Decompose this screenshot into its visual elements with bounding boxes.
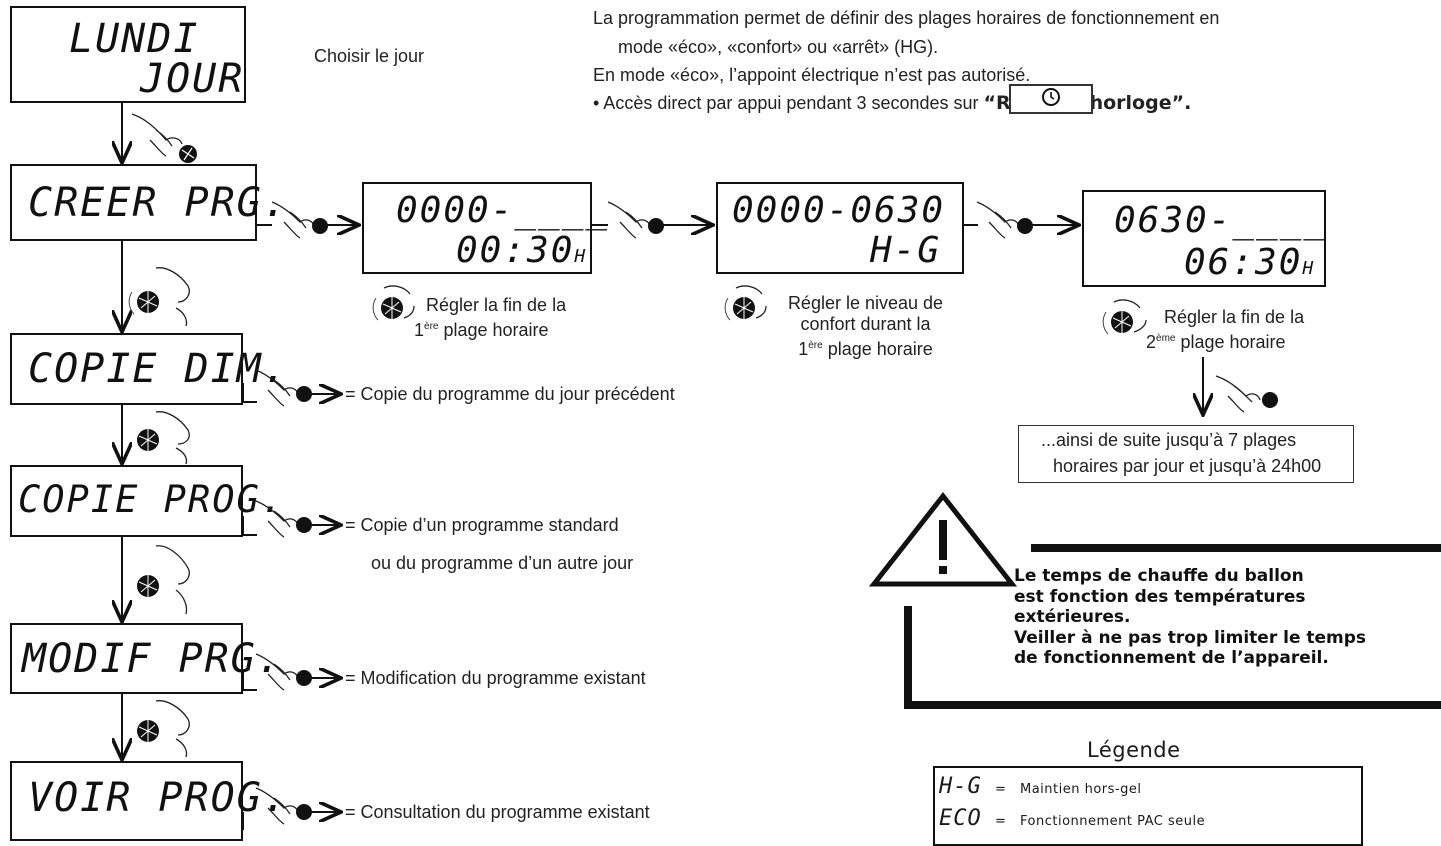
plage-text: plage horaire: [822, 339, 933, 359]
suite-line2: horaires par jour et jusqu’à 24h00: [1053, 456, 1322, 476]
legend-eq: =: [995, 782, 1007, 797]
lcd-line2: H-G: [870, 230, 942, 271]
lcd-line1: COPIE DIM.: [28, 346, 289, 392]
choisir-label: Choisir le jour: [314, 46, 425, 66]
lcd-line1: 0630-____: [1114, 200, 1328, 241]
clock-icon: [1042, 88, 1060, 106]
hand-press-icon: [271, 201, 328, 239]
regler-line: 1ère plage horaire: [768, 335, 963, 360]
regler-niveau-confort: Régler le niveau de confort durant la 1è…: [768, 293, 963, 360]
lcd-creer-prg: CREER PRG.: [10, 164, 287, 241]
voir-desc: = Consultation du programme existant: [345, 802, 650, 822]
intro-line4: • Accès direct par appui pendant 3 secon…: [593, 92, 1191, 114]
lcd-line1: VOIR PROG.: [28, 775, 289, 821]
hand-press-icon: [255, 653, 312, 691]
intro-line1: La programmation permet de définir des p…: [593, 8, 1220, 28]
clock-button[interactable]: [1009, 84, 1093, 114]
lcd-modif-prg: MODIF PRG.: [10, 623, 281, 694]
hand-press-icon: [976, 201, 1033, 239]
intro-line2: mode «éco», «confort» ou «arrêt» (HG).: [618, 37, 939, 57]
regler-fin-plage2: Régler la fin de la 2ème plage horaire: [1146, 306, 1326, 353]
lcd-voir-prog: VOIR PROG.: [10, 761, 287, 841]
ordinal-number: 2: [1146, 332, 1157, 352]
legend-desc: Fonctionnement PAC seule: [1020, 814, 1206, 829]
suite-note-box: ...ainsi de suite jusqu’à 7 plages horai…: [1018, 425, 1354, 483]
copie-dim-desc: = Copie du programme du jour précédent: [345, 384, 675, 404]
plage-text: plage horaire: [1175, 332, 1286, 352]
rotary-knob-icon: [137, 411, 190, 465]
lcd-plage2: 0000-0630 H-G: [716, 182, 964, 274]
lcd-unit: H: [574, 246, 588, 267]
rotary-knob-icon: [372, 285, 415, 321]
hand-press-icon: [1215, 375, 1278, 413]
lcd-line1: 0000-0630: [732, 190, 946, 231]
legend-box: H-G = Maintien hors-gel ECO = Fonctionne…: [933, 766, 1363, 846]
lcd-line1: LUNDI: [69, 16, 200, 62]
regler-line: Régler la fin de la: [426, 295, 567, 315]
regler-line: Régler la fin de la: [1164, 307, 1305, 327]
ordinal-suffix: ère: [808, 340, 823, 351]
regler-line: 2ème plage horaire: [1146, 328, 1326, 353]
rotary-knob-icon: [1102, 299, 1147, 335]
lcd-line1: MODIF PRG.: [22, 636, 283, 682]
lcd-line1: COPIE PROG.: [18, 478, 286, 521]
modif-desc: = Modification du programme existant: [345, 668, 646, 688]
warning-triangle-icon: [868, 491, 1018, 587]
ordinal-suffix: ère: [424, 321, 439, 332]
plage-text: plage horaire: [438, 320, 549, 340]
lcd-copie-prog: COPIE PROG.: [10, 465, 283, 537]
lcd-line1: 0000-____: [396, 190, 610, 231]
intro-line3: En mode «éco», l’appoint électrique n’es…: [593, 65, 1031, 85]
rotary-knob-icon: [724, 285, 767, 321]
ordinal-number: 1: [798, 339, 809, 359]
hand-press-icon: [131, 113, 197, 163]
lcd-time: 06:30: [1184, 242, 1303, 283]
regler-line: Régler le niveau de: [787, 293, 944, 313]
warning-line: Veiller à ne pas trop limiter le temps: [1014, 627, 1367, 648]
lcd-plage3: 0630-____ 06:30H: [1082, 190, 1326, 287]
legend-eq: =: [995, 814, 1007, 829]
legend-desc: Maintien hors-gel: [1020, 782, 1142, 797]
legend-title: Légende: [1087, 738, 1181, 762]
hand-press-icon: [255, 500, 312, 538]
rotary-knob-icon: [128, 267, 190, 327]
lcd-copie-dim: COPIE DIM.: [10, 333, 287, 405]
rotary-knob-icon: [137, 700, 190, 758]
copie-prog-desc2: ou du programme d’un autre jour: [371, 553, 634, 573]
copie-prog-desc1: = Copie d’un programme standard: [345, 515, 619, 535]
suite-line1: ...ainsi de suite jusqu’à 7 plages: [1041, 430, 1297, 450]
warning-line: extérieures.: [1014, 607, 1131, 627]
hand-press-icon: [255, 369, 312, 407]
warning-line: est fonction des températures: [1014, 586, 1306, 607]
hand-press-icon: [607, 201, 664, 239]
warning-line: de fonctionnement de l’appareil.: [1014, 648, 1329, 668]
lcd-line2: 06:30H: [1184, 242, 1315, 283]
lcd-line1: CREER PRG.: [28, 180, 289, 226]
lcd-unit: H: [1302, 258, 1316, 279]
regler-line: confort durant la: [800, 314, 931, 334]
regler-fin-plage1: Régler la fin de la 1ère plage horaire: [414, 294, 584, 341]
lcd-line2: 00:30H: [456, 230, 587, 271]
legend-symbol: ECO: [939, 806, 982, 831]
lcd-lundi: LUNDI JOUR: [10, 6, 246, 103]
lcd-plage1: 0000-____ 00:30H: [362, 182, 607, 274]
lcd-time: 00:30: [456, 230, 575, 271]
legend-symbol: H-G: [939, 774, 982, 799]
ordinal-suffix: ème: [1156, 333, 1176, 344]
hand-press-icon: [255, 787, 312, 825]
lcd-line2: JOUR: [140, 56, 245, 102]
rotary-knob-icon: [137, 545, 190, 615]
intro-line4-text: • Accès direct par appui pendant 3 secon…: [593, 93, 984, 113]
warning-frame: [904, 544, 1441, 709]
regler-line: 1ère plage horaire: [414, 316, 584, 341]
warning-line: Le temps de chauffe du ballon: [1014, 566, 1304, 586]
warning-text: Le temps de chauffe du ballon est foncti…: [1014, 566, 1366, 669]
ordinal-number: 1: [414, 320, 425, 340]
